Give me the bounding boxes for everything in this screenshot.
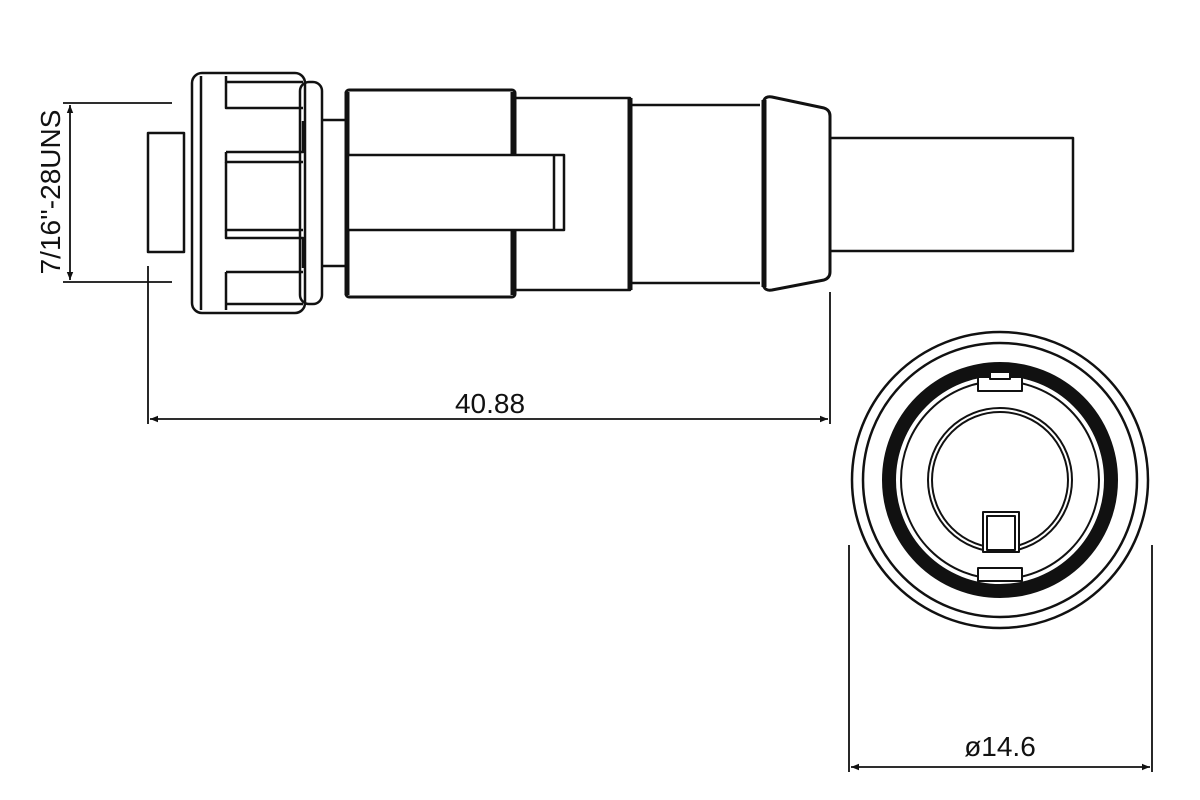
diameter-label: ø14.6	[964, 731, 1036, 762]
top-keyway	[977, 371, 1023, 392]
length-label: 40.88	[455, 388, 525, 419]
side-view: 7/16''-28UNS	[35, 71, 1075, 424]
thread-label: 7/16''-28UNS	[35, 110, 66, 275]
thread-dimension	[63, 102, 172, 283]
coupling-nut	[190, 71, 324, 315]
length-dimension	[147, 266, 831, 424]
pin	[146, 131, 186, 254]
strain-relief-boot	[762, 95, 832, 292]
cable	[830, 136, 1075, 253]
front-view: ø14.6	[848, 330, 1153, 772]
inner-key	[982, 511, 1020, 553]
bottom-keyway	[977, 567, 1023, 582]
body-rear	[632, 103, 760, 285]
locking-tab	[346, 153, 566, 232]
diameter-dimension	[848, 545, 1153, 772]
